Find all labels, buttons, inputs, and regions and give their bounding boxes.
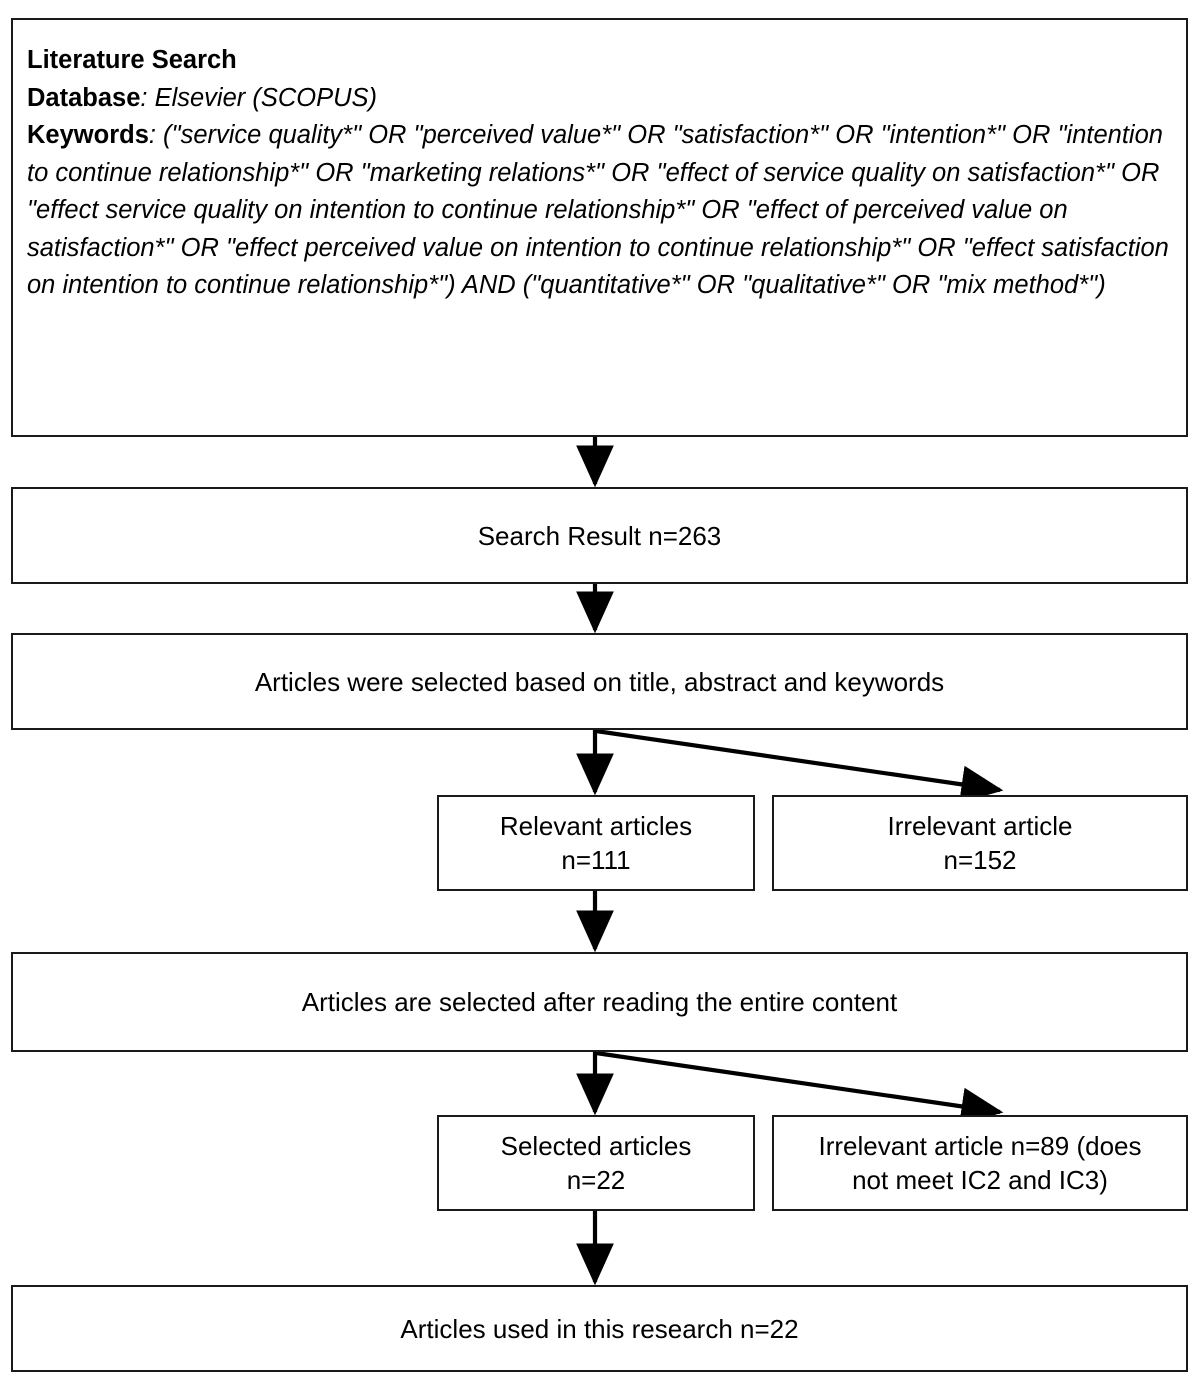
irrelevant-articles-ic-box: Irrelevant article n=89 (does not meet I… bbox=[772, 1115, 1188, 1211]
relevant-articles-box: Relevant articles n=111 bbox=[437, 795, 755, 891]
arrow-screening2-to-irrelevant2 bbox=[595, 1050, 1004, 1126]
selected-articles-count: n=22 bbox=[566, 1165, 626, 1195]
irrelevant-articles-ic-line1: Irrelevant article n=89 (does bbox=[818, 1131, 1142, 1161]
irrelevant-articles-box: Irrelevant article n=152 bbox=[772, 795, 1188, 891]
literature-search-text: Literature Search Database: Elsevier (SC… bbox=[27, 42, 1172, 305]
literature-search-box: Literature Search Database: Elsevier (SC… bbox=[11, 18, 1188, 437]
keywords-label: Keywords bbox=[27, 121, 149, 149]
database-value: : Elsevier (SCOPUS) bbox=[140, 83, 378, 112]
selected-articles-title: Selected articles bbox=[500, 1131, 692, 1161]
relevant-articles-label: Relevant articles n=111 bbox=[490, 809, 702, 877]
relevant-articles-count: n=111 bbox=[561, 845, 631, 875]
irrelevant-articles-ic-label: Irrelevant article n=89 (does not meet I… bbox=[808, 1129, 1151, 1197]
search-result-box: Search Result n=263 bbox=[11, 487, 1188, 584]
final-articles-label: Articles used in this research n=22 bbox=[400, 1313, 799, 1344]
relevant-articles-title: Relevant articles bbox=[499, 811, 693, 841]
final-articles-box: Articles used in this research n=22 bbox=[11, 1285, 1188, 1372]
arrow-screening1-to-irrelevant bbox=[595, 728, 1004, 804]
screening-title-abstract-label: Articles were selected based on title, a… bbox=[254, 666, 945, 697]
irrelevant-articles-count: n=152 bbox=[943, 845, 1017, 875]
literature-search-heading: Literature Search bbox=[27, 46, 237, 74]
irrelevant-articles-ic-line2: not meet IC2 and IC3) bbox=[852, 1165, 1108, 1195]
screening-full-text-box: Articles are selected after reading the … bbox=[11, 952, 1188, 1052]
screening-title-abstract-box: Articles were selected based on title, a… bbox=[11, 633, 1188, 730]
selected-articles-box: Selected articles n=22 bbox=[437, 1115, 755, 1211]
keywords-value: : ("service quality*" OR "perceived valu… bbox=[27, 121, 1169, 299]
search-result-label: Search Result n=263 bbox=[477, 520, 722, 551]
screening-full-text-label: Articles are selected after reading the … bbox=[301, 987, 898, 1017]
selected-articles-label: Selected articles n=22 bbox=[491, 1129, 702, 1197]
database-label: Database bbox=[27, 83, 141, 112]
irrelevant-articles-title: Irrelevant article bbox=[887, 811, 1073, 841]
irrelevant-articles-label: Irrelevant article n=152 bbox=[878, 809, 1083, 877]
